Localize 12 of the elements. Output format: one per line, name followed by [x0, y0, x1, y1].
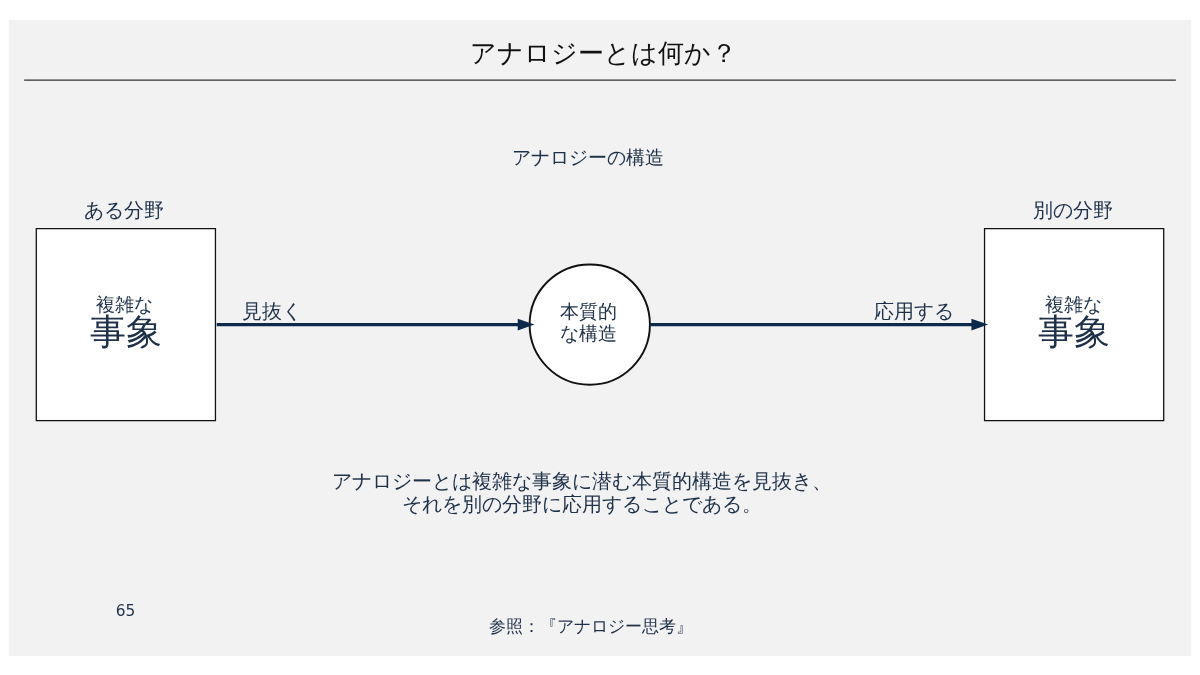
arrow — [216, 318, 535, 330]
diagram-title: アナロジーとは何か？ — [470, 37, 738, 68]
edge-label: 応用する — [874, 298, 955, 323]
arrow — [650, 318, 989, 330]
node-label: 別の分野 — [1033, 197, 1114, 222]
label: アナロジーとは複雑な事象に潜む本質的構造を見抜き、それを別の分野に応用することである。 — [331, 468, 832, 516]
node-circle: 本質的な構造 — [528, 262, 651, 386]
edge-label: 見抜く — [242, 298, 303, 323]
node-label: ある分野 — [84, 197, 165, 222]
label: 65 — [115, 601, 136, 620]
label: 参照：『アナロジー思考』 — [489, 616, 694, 636]
label: アナロジーの構造 — [512, 145, 665, 169]
